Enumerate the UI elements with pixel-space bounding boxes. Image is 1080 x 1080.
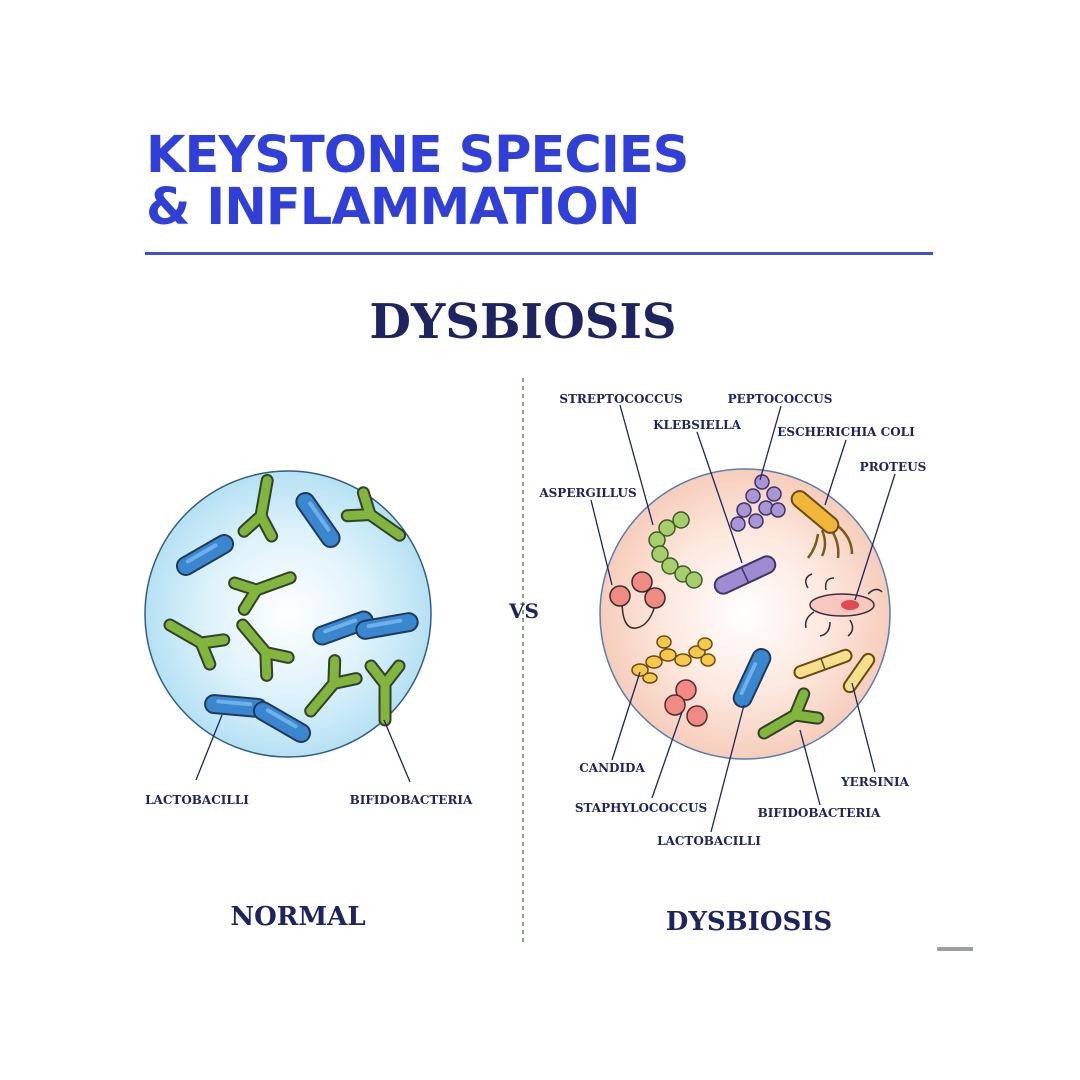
label-staphylococcus: STAPHYLOCOCCUS <box>575 801 707 815</box>
staphylococcus-cell <box>664 679 708 727</box>
proteus-cell <box>804 573 883 637</box>
vs-label: VS <box>508 599 539 623</box>
leader-line <box>851 682 876 773</box>
headline-divider <box>145 252 933 255</box>
caption-dysbiosis: DYSBIOSIS <box>666 907 832 937</box>
label-lactobacilli-dysbiosis: LACTOBACILLI <box>657 834 761 848</box>
page-headline: KEYSTONE SPECIES & INFLAMMATION <box>146 126 689 237</box>
leader-line <box>651 711 683 799</box>
yersinia-cell <box>793 648 876 694</box>
leader-line <box>195 714 223 781</box>
headline-line-1: KEYSTONE SPECIES <box>146 126 689 185</box>
leader-line <box>611 671 641 761</box>
leader-line <box>696 431 743 564</box>
label-lactobacilli-normal: LACTOBACILLI <box>145 793 249 807</box>
headline-line-2: & INFLAMMATION <box>146 178 641 237</box>
label-peptococcus: PEPTOCOCCUS <box>728 392 833 406</box>
leader-line <box>799 729 821 806</box>
label-escherichia-coli: ESCHERICHIA COLI <box>777 425 915 439</box>
aspergillus-cell <box>609 571 666 629</box>
label-candida: CANDIDA <box>579 761 645 775</box>
label-aspergillus: ASPERGILLUS <box>538 486 636 500</box>
klebsiella-cell <box>713 555 777 595</box>
peptococcus-cell <box>730 474 786 532</box>
leader-line <box>710 704 745 833</box>
streptococcus-cell <box>648 511 703 589</box>
caption-normal: NORMAL <box>230 902 365 932</box>
normal-circle <box>144 470 432 758</box>
escherichia-coli-cell <box>790 490 854 559</box>
label-streptococcus: STREPTOCOCCUS <box>559 392 682 406</box>
candida-cell <box>631 635 716 684</box>
lactobacilli-cell <box>214 701 258 708</box>
watermark-bar <box>937 947 973 951</box>
leader-line <box>383 719 411 783</box>
label-klebsiella: KLEBSIELLA <box>653 418 741 432</box>
leader-line <box>824 439 847 506</box>
label-bifidobacteria-dysbiosis: BIFIDOBACTERIA <box>758 806 881 820</box>
leader-line <box>619 404 654 526</box>
lactobacilli-cell <box>365 619 409 630</box>
diagram-title: DYSBIOSIS <box>369 294 676 350</box>
leader-line <box>590 499 613 586</box>
label-proteus: PROTEUS <box>860 460 927 474</box>
label-bifidobacteria-normal: BIFIDOBACTERIA <box>350 793 473 807</box>
leader-line <box>854 473 896 601</box>
leader-line <box>759 405 782 481</box>
dysbiosis-circle <box>599 468 891 760</box>
label-yersinia: YERSINIA <box>840 775 910 789</box>
